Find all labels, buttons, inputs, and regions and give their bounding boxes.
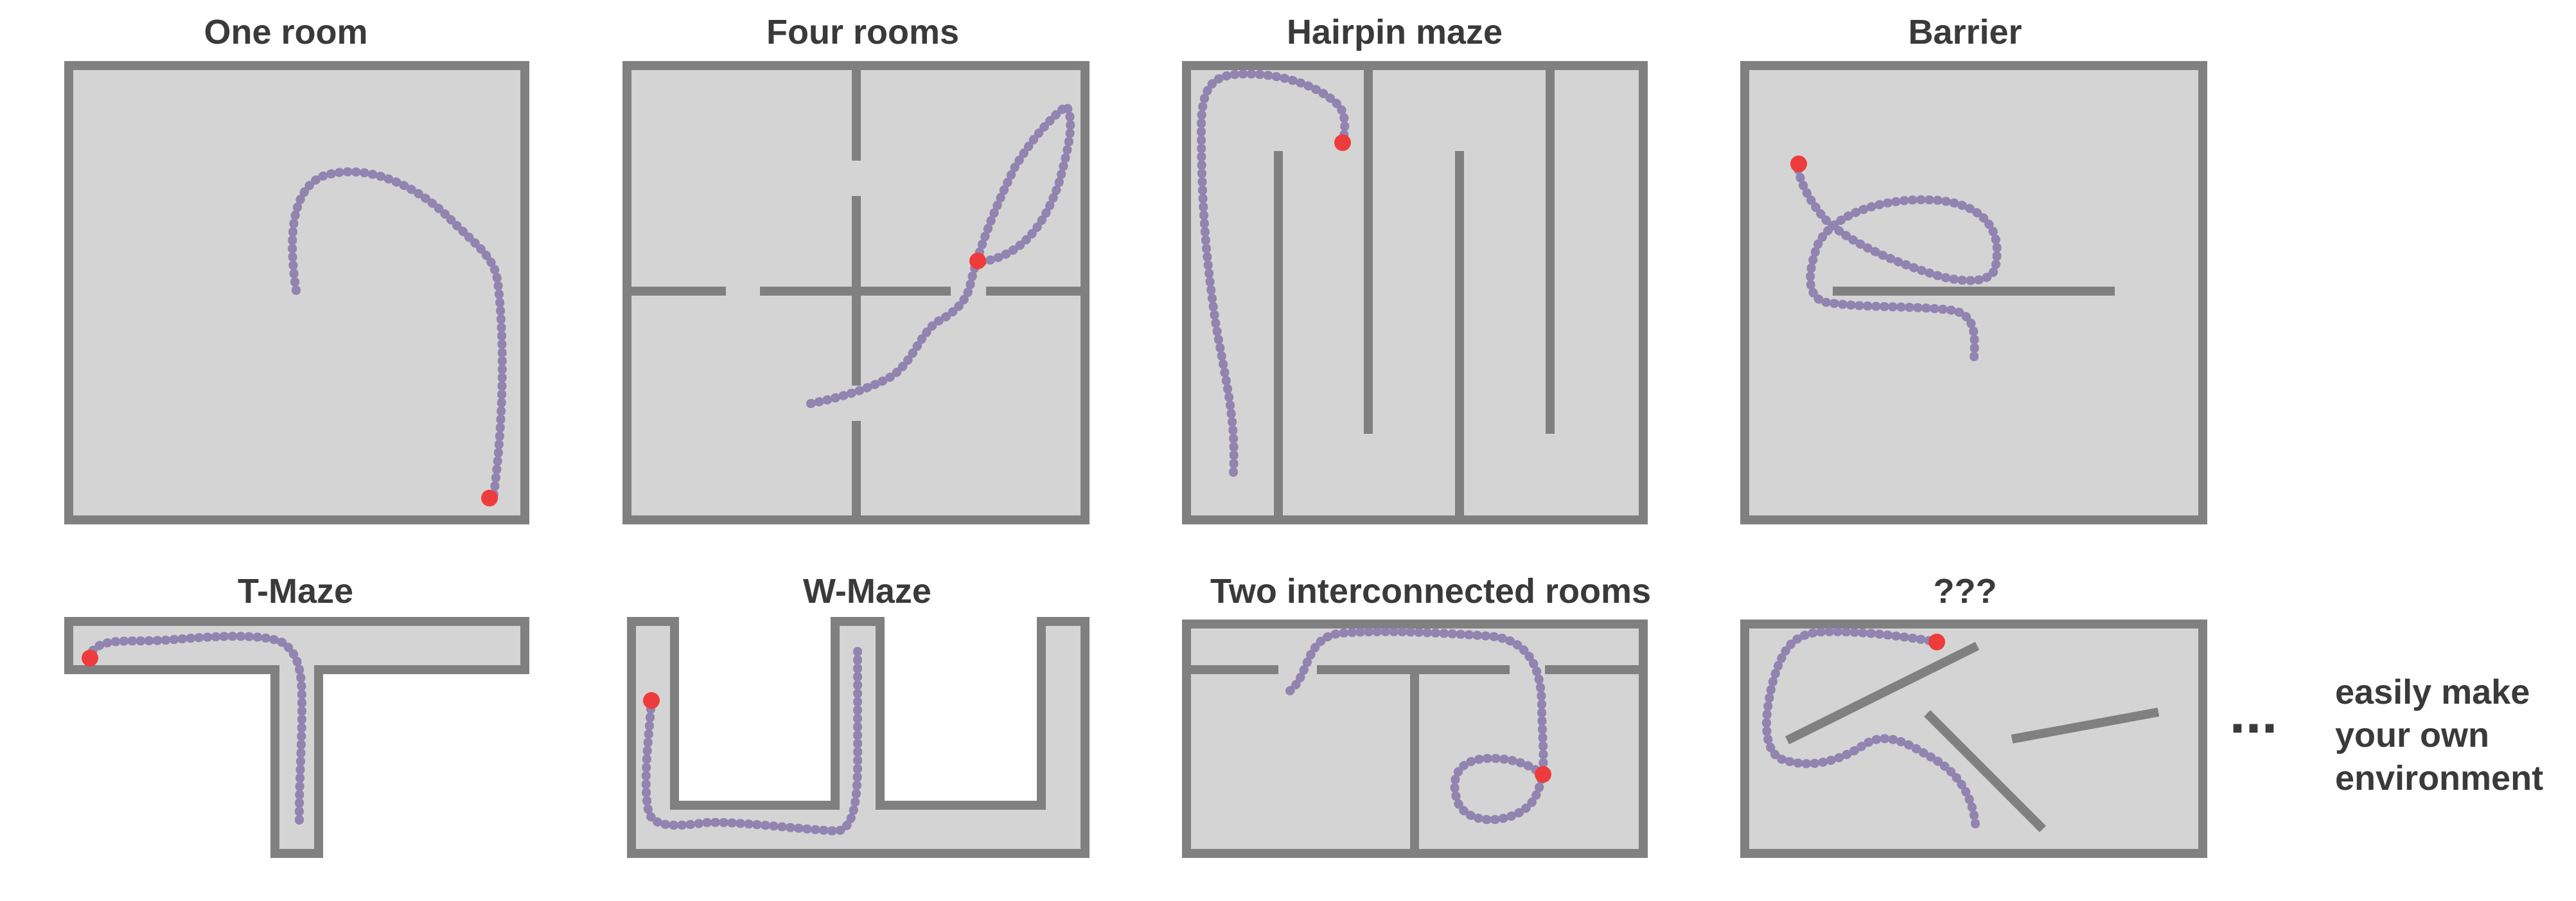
interior-walls bbox=[1274, 66, 1555, 520]
panel-barrier bbox=[1740, 61, 2207, 524]
agent-position-marker bbox=[1535, 766, 1551, 783]
panel-w-maze bbox=[627, 617, 1090, 858]
interior-walls bbox=[1785, 641, 2160, 832]
agent-trajectory bbox=[1793, 159, 2002, 361]
interior-walls bbox=[1187, 665, 1643, 853]
note-line-2: your own bbox=[2335, 716, 2489, 754]
panel-title-two-interconnected-rooms: Two interconnected rooms bbox=[1210, 572, 1651, 611]
panel-hairpin-maze bbox=[1182, 61, 1648, 524]
interior-walls bbox=[627, 66, 1085, 520]
custom-environment-note: ... easily make your own environment bbox=[2229, 673, 2543, 798]
agent-position-marker bbox=[1334, 134, 1351, 151]
arena-floor bbox=[1182, 61, 1648, 524]
panel-unknown bbox=[1740, 620, 2207, 858]
panel-title-unknown: ??? bbox=[1934, 572, 1997, 611]
agent-trajectory bbox=[1762, 627, 1980, 828]
agent-position-marker bbox=[82, 650, 98, 666]
agent-trajectory bbox=[84, 632, 306, 826]
agent-position-marker bbox=[1790, 156, 1807, 172]
panel-t-maze bbox=[64, 617, 529, 858]
agent-position-marker bbox=[1928, 634, 1945, 650]
panel-title-w-maze: W-Maze bbox=[803, 572, 931, 611]
agent-trajectory bbox=[1197, 69, 1350, 477]
agent-trajectory bbox=[288, 167, 507, 503]
panel-four-rooms bbox=[622, 61, 1090, 524]
note-line-1: easily make bbox=[2335, 673, 2530, 711]
agent-trajectory bbox=[806, 102, 1075, 408]
panel-title-t-maze: T-Maze bbox=[238, 572, 353, 611]
agent-trajectory bbox=[1285, 627, 1548, 825]
panel-title-hairpin-maze: Hairpin maze bbox=[1287, 13, 1503, 51]
panel-title-four-rooms: Four rooms bbox=[766, 13, 959, 51]
agent-trajectory bbox=[641, 645, 863, 835]
arena-floor bbox=[64, 617, 529, 858]
agent-position-marker bbox=[643, 692, 660, 709]
note-line-3: environment bbox=[2335, 759, 2543, 798]
panel-one-room bbox=[64, 61, 529, 524]
agent-position-marker bbox=[969, 253, 986, 269]
ellipsis-mark: ... bbox=[2229, 681, 2277, 745]
panel-two-interconnected-rooms bbox=[1182, 620, 1648, 858]
panel-title-barrier: Barrier bbox=[1908, 13, 2022, 51]
agent-position-marker bbox=[481, 490, 498, 506]
panel-title-one-room: One room bbox=[204, 13, 367, 51]
